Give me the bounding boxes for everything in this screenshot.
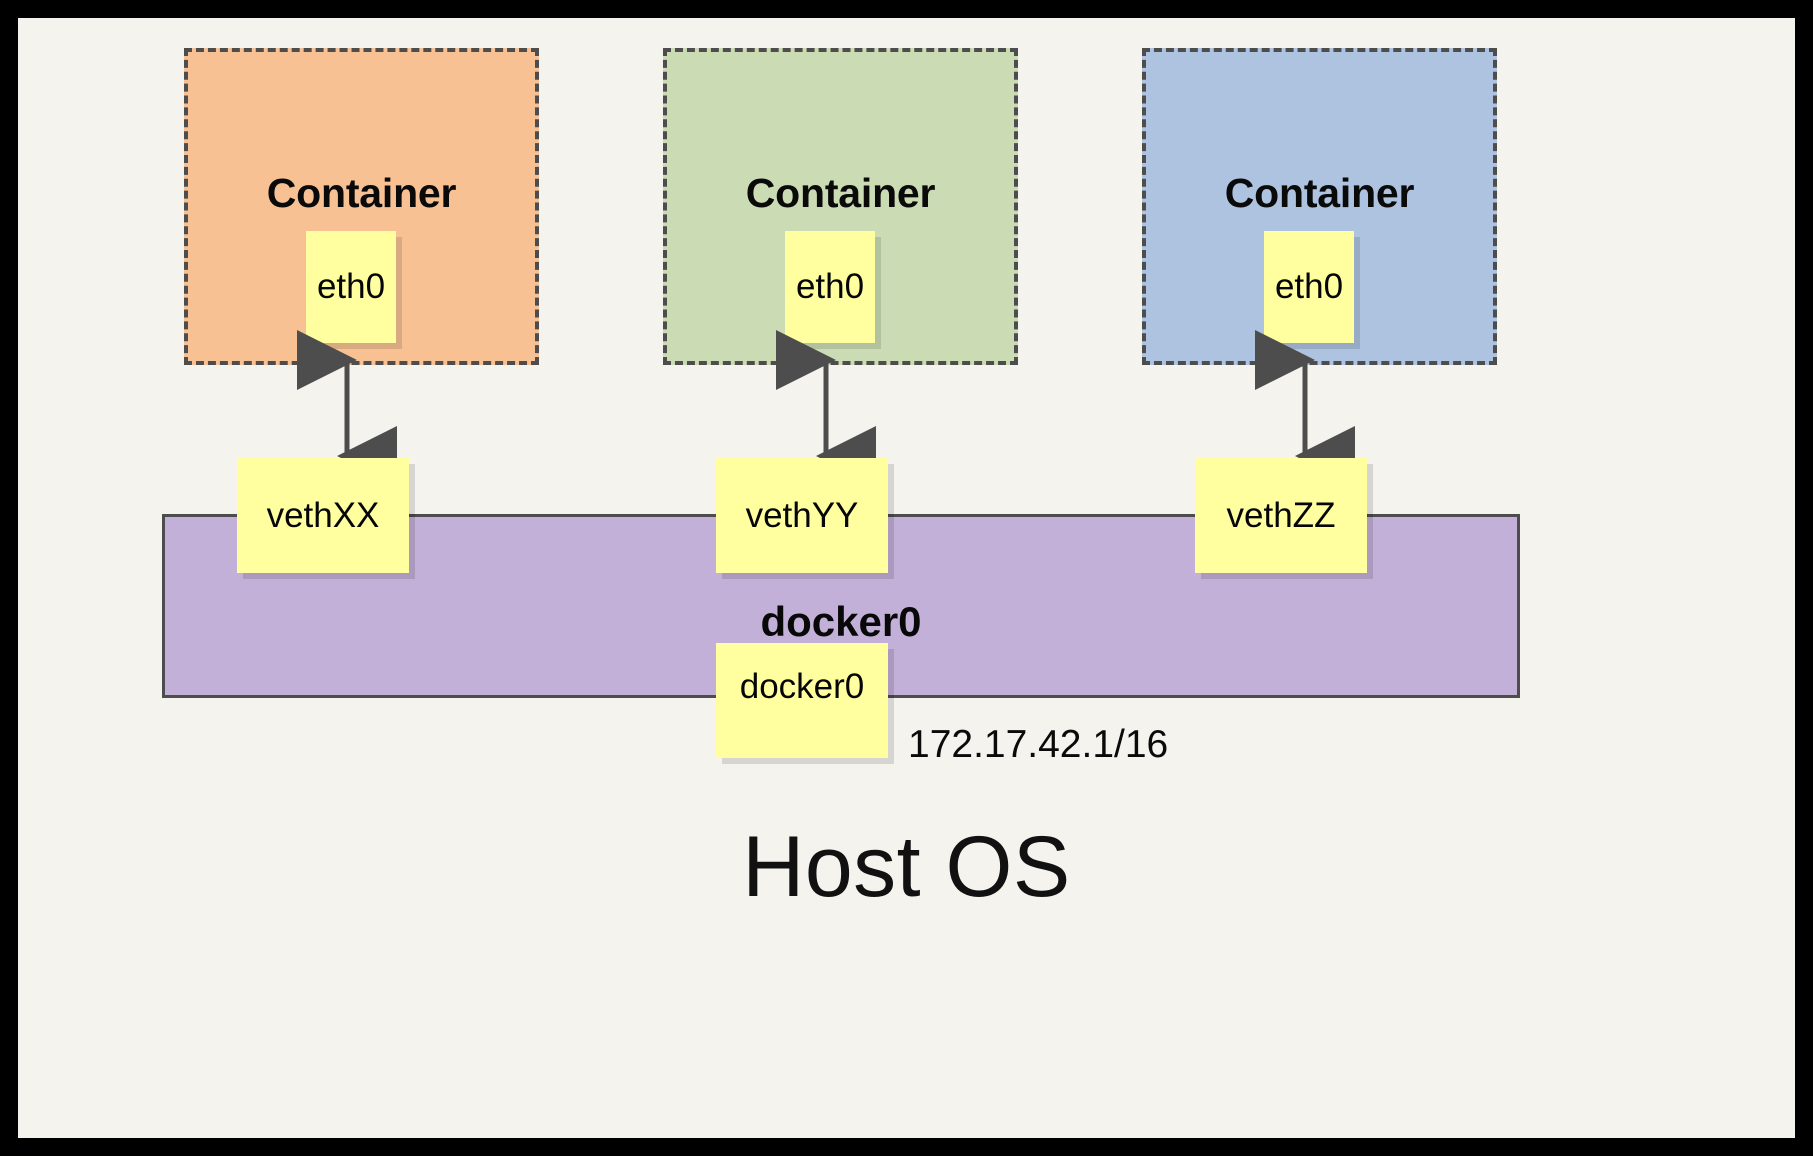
docker0-port-box: docker0 — [716, 643, 888, 758]
link-arrow-1 — [297, 330, 397, 486]
veth-box-2: vethYY — [716, 458, 888, 573]
container-eth0-1: eth0 — [306, 231, 396, 343]
veth-box-3: vethZZ — [1195, 458, 1367, 573]
container-title-3: Container — [1224, 170, 1415, 216]
docker0-bridge-label: docker0 — [760, 598, 922, 645]
container-eth0-2: eth0 — [785, 231, 875, 343]
container-title-1: Container — [266, 170, 457, 216]
veth-box-1: vethXX — [237, 458, 409, 573]
host-os-region: Container eth0 Container eth0 Container … — [18, 18, 1795, 1138]
container-title-2: Container — [745, 170, 936, 216]
container-eth0-3: eth0 — [1264, 231, 1354, 343]
link-arrow-2 — [776, 330, 876, 486]
link-arrow-3 — [1255, 330, 1355, 486]
docker0-ip-label: 172.17.42.1/16 — [908, 723, 1169, 766]
host-os-label: Host OS — [742, 819, 1071, 915]
